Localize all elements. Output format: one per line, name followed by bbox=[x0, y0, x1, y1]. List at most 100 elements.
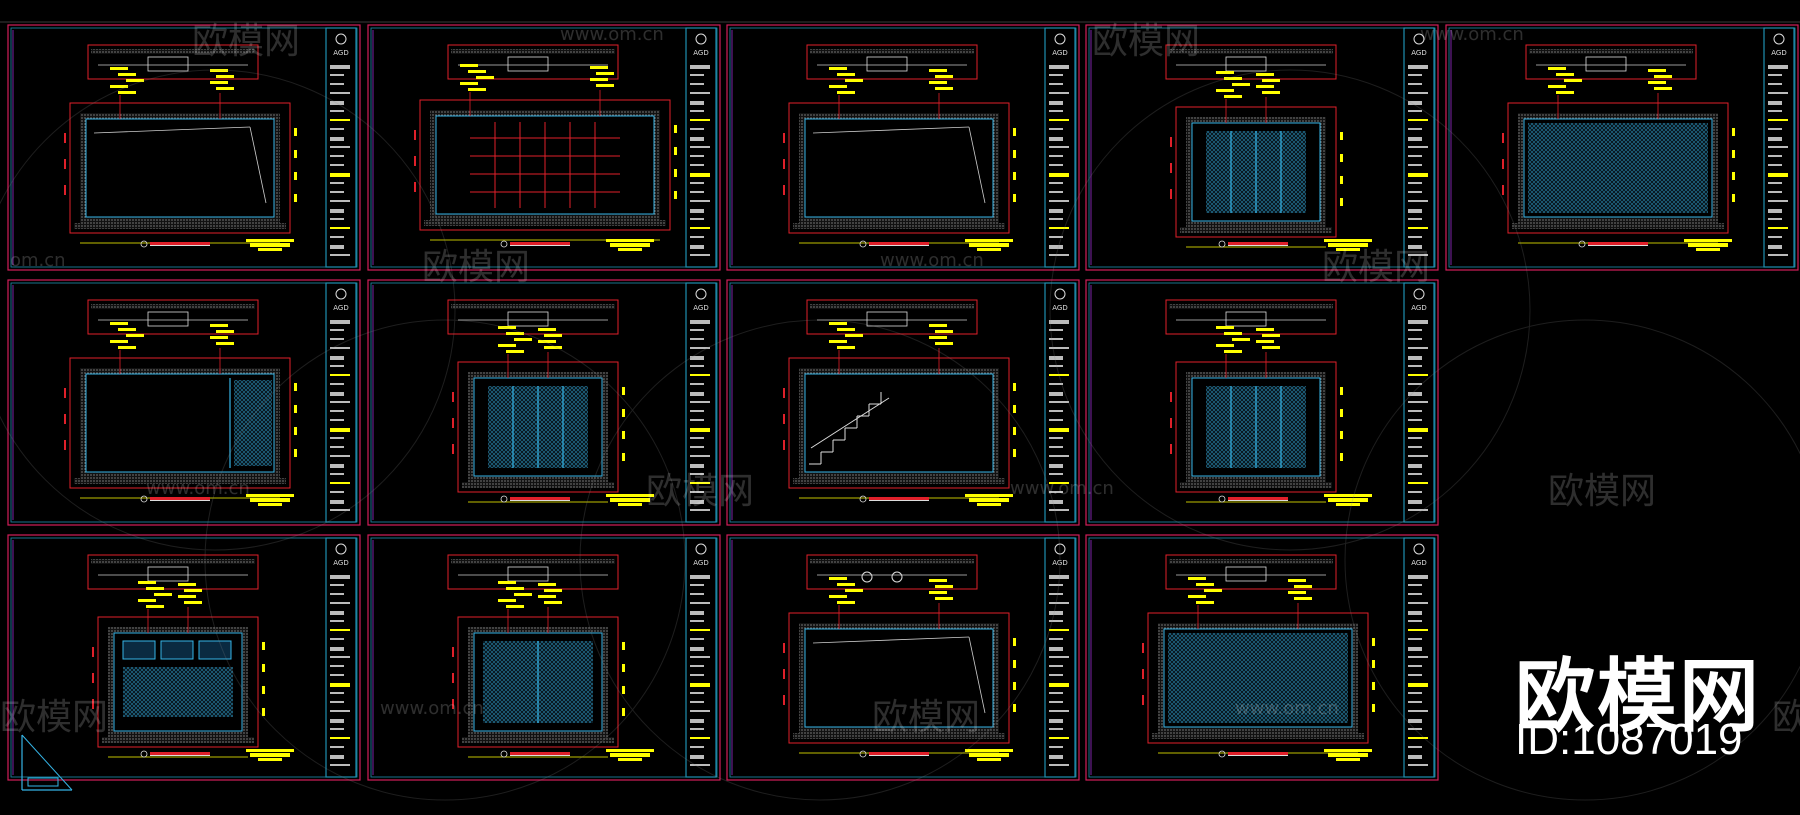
title-block-text-line bbox=[690, 392, 704, 396]
floor-hatch bbox=[1152, 733, 1364, 739]
section-object bbox=[507, 566, 549, 582]
title-block-text-line bbox=[1768, 182, 1782, 184]
callout-label bbox=[1188, 595, 1206, 598]
title-block-logo-icon bbox=[695, 33, 707, 45]
title-block bbox=[1403, 282, 1435, 523]
title-block-text-line bbox=[690, 164, 704, 166]
drawing-sheet[interactable]: AGD bbox=[1085, 279, 1439, 526]
section-object bbox=[1225, 311, 1267, 327]
stamp-bar bbox=[1328, 498, 1368, 502]
sheet-frame bbox=[1085, 279, 1439, 526]
dimension-tick bbox=[622, 453, 625, 461]
title-block-text-line bbox=[690, 665, 704, 667]
title-block-text-line bbox=[1408, 656, 1428, 658]
title-block-text-line bbox=[1408, 164, 1422, 166]
callout-label bbox=[544, 346, 562, 349]
title-block-text-line bbox=[690, 764, 710, 766]
callout-label bbox=[126, 79, 144, 82]
dimension-tick bbox=[622, 431, 625, 439]
title-block-text-line bbox=[1049, 665, 1063, 667]
drawing-sheet[interactable]: AGD bbox=[1085, 534, 1439, 781]
title-block-text-line bbox=[690, 329, 704, 331]
title-block-text-line bbox=[1408, 128, 1422, 130]
title-block-text-line bbox=[690, 446, 704, 448]
floor-hatch bbox=[424, 220, 666, 226]
drawing-sheet[interactable]: AGD bbox=[726, 279, 1080, 526]
title-block-text-line bbox=[1408, 83, 1422, 85]
watermark-logo-text: 欧模网 bbox=[192, 21, 301, 62]
drawing-sheet[interactable]: AGD bbox=[367, 24, 721, 271]
section-object bbox=[507, 311, 549, 327]
watermark-url-text: www.om.cn bbox=[380, 698, 484, 719]
callout-label bbox=[216, 330, 234, 333]
section-ceiling-hatch bbox=[451, 304, 615, 309]
title-block-text-line bbox=[330, 374, 350, 376]
drawing-sheet[interactable]: AGD bbox=[1085, 24, 1439, 271]
title-block-text-line bbox=[1049, 182, 1063, 184]
caption-marker-icon bbox=[859, 750, 867, 758]
side-panel bbox=[234, 380, 272, 466]
title-block-text-line bbox=[690, 236, 704, 238]
dimension-tick bbox=[783, 695, 785, 705]
title-block-text-line bbox=[1408, 110, 1422, 112]
section-ceiling-hatch bbox=[451, 559, 615, 564]
callout-label bbox=[929, 579, 947, 582]
section-object bbox=[147, 311, 189, 327]
title-block-text-line bbox=[690, 437, 704, 439]
dimension-tick bbox=[1013, 383, 1016, 391]
drawing-sheet[interactable]: AGD bbox=[726, 534, 1080, 781]
title-block-text-line bbox=[330, 155, 344, 157]
dimension-tick bbox=[64, 133, 66, 143]
title-block-text-line bbox=[690, 620, 704, 622]
section-ceiling-hatch bbox=[91, 559, 255, 564]
title-block-text-line bbox=[1049, 728, 1063, 730]
title-block-text-line bbox=[1408, 209, 1422, 213]
title-block-text-line bbox=[1768, 146, 1788, 148]
callout-label bbox=[544, 589, 562, 592]
dimension-tick bbox=[1013, 704, 1016, 712]
title-block-text-line bbox=[330, 182, 344, 184]
drawing-sheet[interactable]: AGD bbox=[726, 24, 1080, 271]
elevation-inner-outline bbox=[1191, 377, 1321, 477]
dimension-tick bbox=[452, 699, 454, 709]
title-block-text-line bbox=[1408, 401, 1428, 403]
title-block-text-line bbox=[1408, 428, 1428, 432]
callout-label bbox=[1256, 73, 1274, 76]
section-detail-frame bbox=[87, 299, 259, 335]
title-block-text-line bbox=[330, 191, 344, 193]
callout-label bbox=[544, 601, 562, 604]
callout-label bbox=[216, 75, 234, 78]
section-detail-frame bbox=[447, 299, 619, 335]
callout-label bbox=[1654, 75, 1672, 78]
title-block-text-line bbox=[1408, 755, 1422, 759]
stamp-bar bbox=[965, 239, 1013, 242]
callout-label bbox=[498, 344, 516, 347]
title-block-logo-icon bbox=[1054, 33, 1066, 45]
title-block-text-line bbox=[330, 401, 350, 403]
callout-label bbox=[935, 597, 953, 600]
caption-underline-thin bbox=[150, 755, 210, 756]
ceiling-line bbox=[968, 126, 986, 204]
watermark-arc bbox=[1049, 69, 1531, 551]
drawing-sheet[interactable]: AGD bbox=[367, 279, 721, 526]
title-block-logo-text: AGD bbox=[1411, 304, 1426, 312]
ucs-axis bbox=[21, 734, 73, 791]
drawing-sheet[interactable]: AGD bbox=[367, 534, 721, 781]
title-block-text-line bbox=[690, 365, 704, 367]
title-block-text-line bbox=[690, 701, 704, 703]
drawing-sheet[interactable]: AGD bbox=[7, 279, 361, 526]
dimension-tick bbox=[1142, 643, 1144, 653]
drawing-sheet[interactable]: AGD bbox=[7, 24, 361, 271]
caption-marker-icon bbox=[1218, 495, 1226, 503]
title-block-text-line bbox=[330, 200, 350, 202]
title-block-text-line bbox=[330, 254, 350, 256]
callout-label bbox=[929, 591, 947, 594]
title-block-text-line bbox=[1768, 65, 1788, 69]
drawing-sheet[interactable]: AGD bbox=[1445, 24, 1799, 271]
elevation-opening bbox=[804, 118, 994, 218]
sheet-inner-border bbox=[1088, 537, 1436, 778]
stamp-bar bbox=[977, 503, 1001, 506]
title-block-text-line bbox=[1408, 65, 1428, 69]
drawing-sheet[interactable]: AGD bbox=[7, 534, 361, 781]
